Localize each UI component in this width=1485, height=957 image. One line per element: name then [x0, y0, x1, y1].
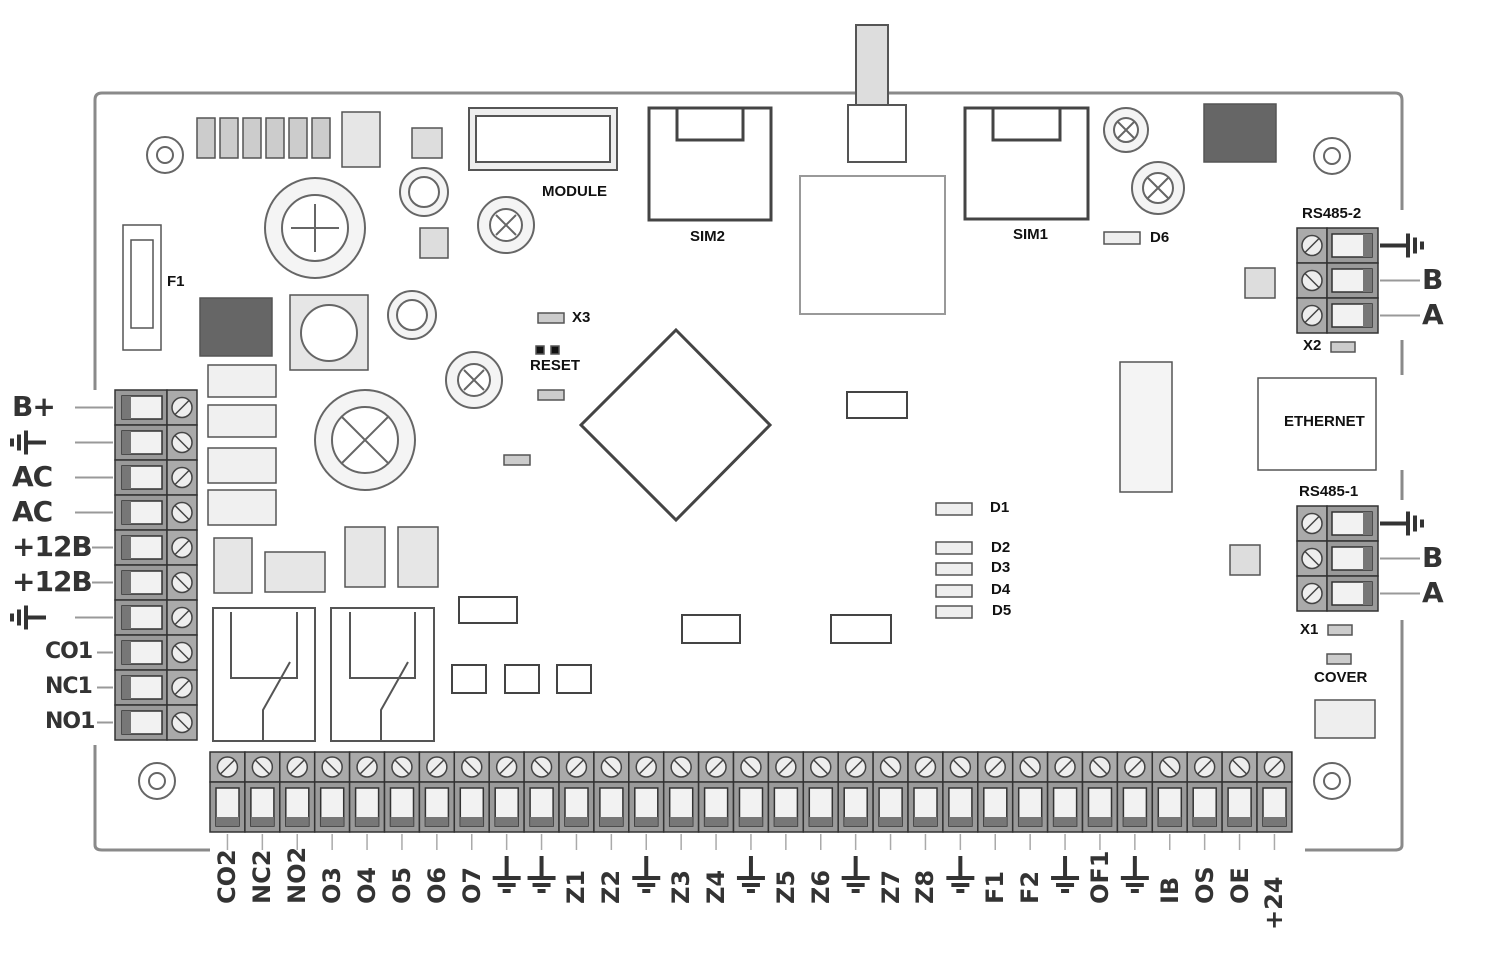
ground-icon — [632, 856, 661, 893]
ground-icon — [841, 856, 870, 893]
bottom-terminal-label: O6 — [422, 866, 451, 904]
ground-icon — [492, 856, 521, 893]
bottom-terminal-label: Z4 — [702, 869, 731, 904]
d3-label: D3 — [991, 559, 1011, 576]
ground-icon — [10, 430, 46, 455]
bottom-terminal-label: O4 — [353, 866, 382, 904]
left-terminal-label: +12B — [12, 529, 93, 563]
x1-label: X1 — [1300, 621, 1319, 638]
ground-icon — [1380, 233, 1424, 258]
antenna-connector — [799, 24, 946, 315]
bottom-terminal-label: CO2 — [213, 849, 242, 904]
bottom-terminal-label: O7 — [457, 866, 486, 904]
reset-label: RESET — [530, 357, 581, 374]
d6-label: D6 — [1150, 229, 1170, 246]
module-label: MODULE — [542, 183, 607, 200]
rs485-terminal-label: B — [1422, 262, 1443, 296]
sim-holders — [647, 106, 1090, 222]
bottom-terminal-label: Z1 — [562, 869, 591, 904]
bottom-terminal-label: IB — [1155, 876, 1184, 904]
bottom-terminal-label: F2 — [1016, 870, 1045, 904]
relays — [212, 607, 435, 742]
bottom-terminal-label: OF1 — [1085, 850, 1114, 905]
left-terminal-label: AC — [12, 459, 53, 493]
d2-label: D2 — [991, 539, 1011, 556]
rs485-terminal-label: A — [1422, 575, 1444, 609]
x3-label: X3 — [572, 309, 591, 326]
bottom-terminal-label: Z2 — [597, 869, 626, 904]
d1-label: D1 — [990, 499, 1010, 516]
bottom-terminal-label: Z5 — [771, 869, 800, 904]
rs485-terminal-label: A — [1422, 297, 1444, 331]
sim2-label: SIM2 — [690, 228, 726, 245]
d5-label: D5 — [992, 602, 1012, 619]
bottom-terminal-label: OE — [1225, 867, 1254, 904]
bottom-terminal-label: +24 — [1260, 876, 1289, 930]
module-header — [468, 107, 618, 171]
x2-label: X2 — [1303, 337, 1322, 354]
ground-icon — [946, 856, 975, 893]
ground-icon — [10, 605, 46, 630]
ground-icon — [736, 856, 765, 893]
ethernet-label: ETHERNET — [1284, 413, 1365, 430]
ground-icon — [1051, 856, 1080, 893]
left-terminal-label: NO1 — [45, 708, 95, 734]
cover-label: COVER — [1314, 669, 1368, 686]
sim1-label: SIM1 — [1013, 226, 1049, 243]
main-processor — [578, 327, 773, 523]
left-terminal-label: +12B — [12, 564, 93, 598]
d4-label: D4 — [991, 581, 1011, 598]
bottom-terminal-label: F1 — [981, 870, 1010, 904]
bottom-terminal-label: Z8 — [911, 869, 940, 904]
ground-icon — [1380, 511, 1424, 536]
left-terminal-label: AC — [12, 494, 53, 528]
bottom-terminal-label: OS — [1190, 866, 1219, 904]
rs485-terminal-label: B — [1422, 540, 1443, 574]
bottom-terminal-label: O3 — [318, 866, 347, 904]
bottom-terminal-label: Z3 — [667, 869, 696, 904]
left-terminal-label: CO1 — [45, 638, 93, 664]
mounting-holes — [138, 136, 1351, 800]
ground-icon — [527, 856, 556, 893]
rs485-1-label: RS485-1 — [1299, 483, 1359, 500]
bottom-terminal-label: Z6 — [806, 869, 835, 904]
bottom-terminal-label: O5 — [387, 866, 416, 904]
left-terminal-label: NC1 — [45, 673, 93, 699]
ground-icon — [1120, 856, 1149, 893]
rs485-2-label: RS485-2 — [1302, 205, 1362, 222]
bottom-terminal-label: Z7 — [876, 869, 905, 904]
left-terminal-label: B+ — [12, 389, 56, 423]
bottom-terminal-label: NO2 — [283, 846, 312, 904]
bottom-terminal-label: NC2 — [248, 849, 277, 904]
f1-fuse-label: F1 — [167, 273, 185, 290]
